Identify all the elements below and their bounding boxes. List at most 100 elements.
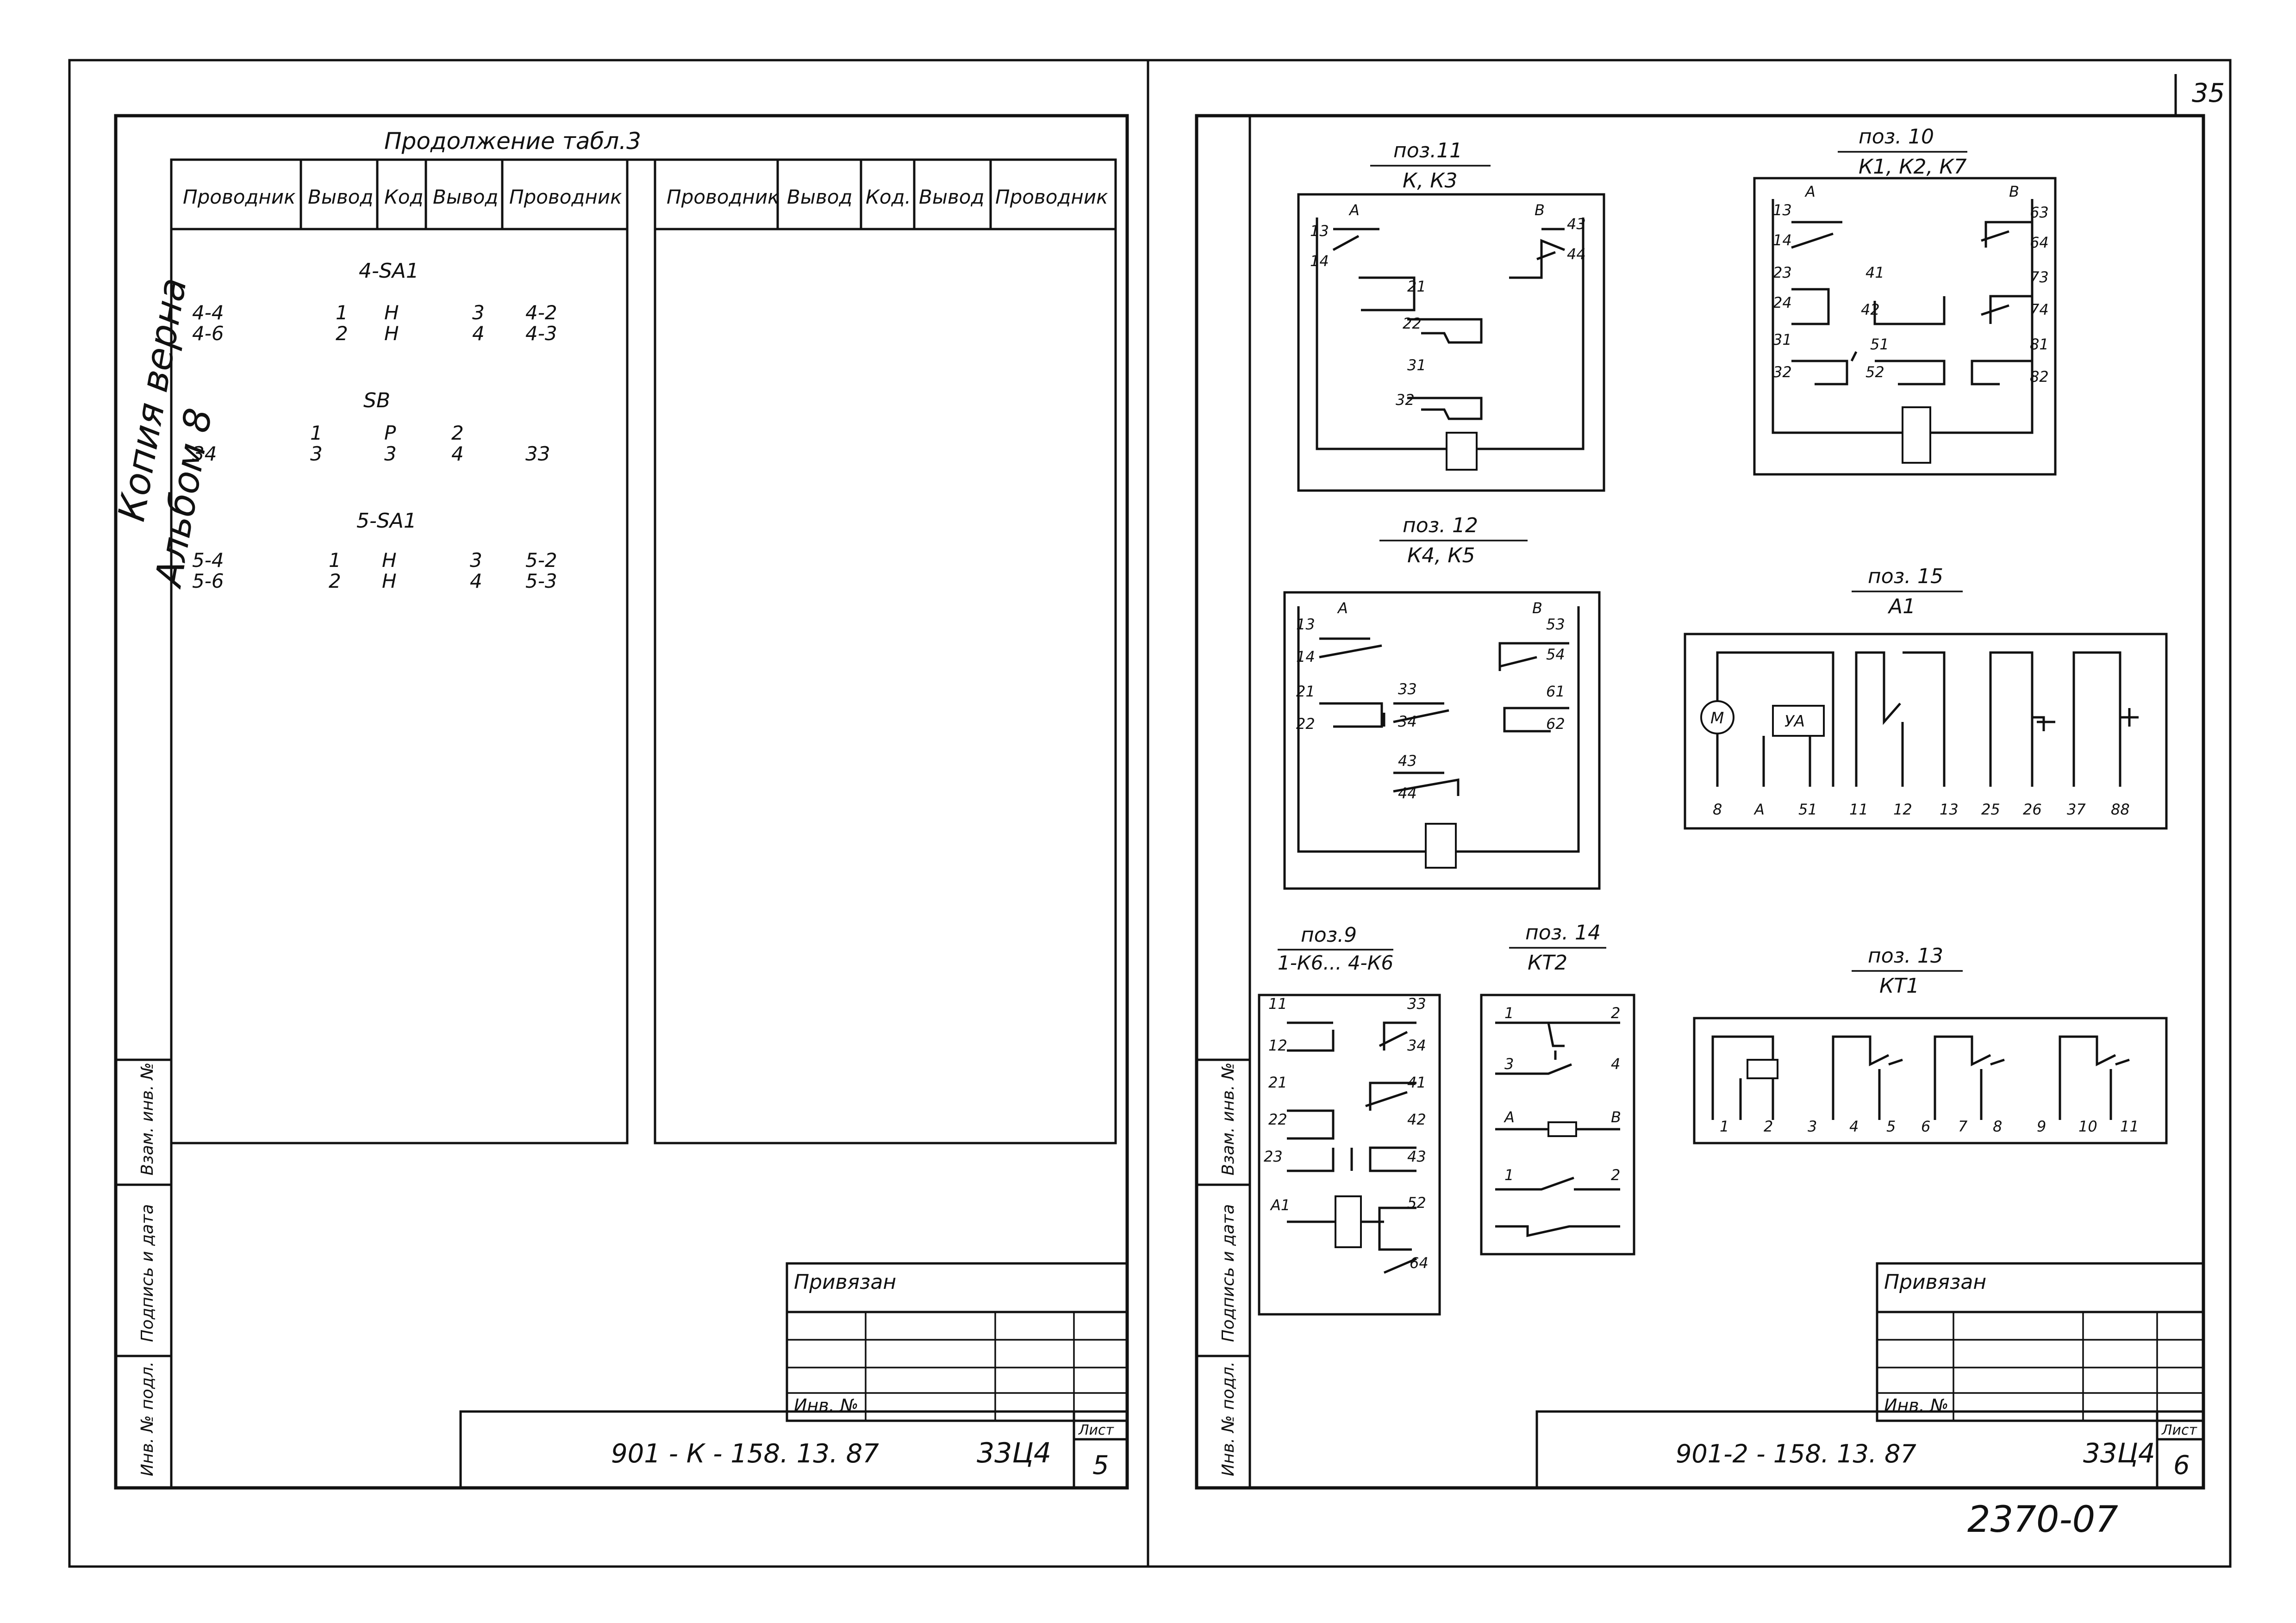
table-cell: 34 (192, 442, 217, 465)
table-cell: 1 (310, 422, 323, 444)
terminal-label: 88 (2111, 801, 2130, 818)
terminal-label: 22 (1296, 715, 1315, 733)
left-side-label-2: Инв. № подл. (138, 1362, 157, 1476)
terminal-label: 43 (1567, 215, 1586, 233)
table-cell: 4 (451, 442, 464, 465)
right-side-label-2: Инв. № подл. (1219, 1362, 1238, 1476)
terminal-label: А (1804, 183, 1816, 200)
right-page: Взам. инв. № Подпись и дата Инв. № подл.… (1195, 116, 2205, 1489)
relay-diagram-poz10: поз. 10 К1, К2, К7 А 13 14 23 24 31 32 (1753, 125, 2057, 476)
motor-label: М (1710, 709, 1724, 728)
sheet-number: 35 (2192, 78, 2225, 108)
terminal-label: 42 (1861, 301, 1880, 318)
table-cell: Н (384, 322, 399, 345)
terminal-label: 33 (1407, 995, 1426, 1013)
device-diagram-poz15: поз. 15 А1 М УА 8 А 51 11 12 13 25 26 37 (1684, 565, 2168, 830)
table-cell: 2 (336, 322, 348, 345)
terminal-label: 63 (2030, 204, 2049, 221)
terminal-label: 6 (1921, 1118, 1930, 1135)
terminal-label: В (1611, 1108, 1621, 1126)
conductor-table-left: Проводник Вывод Код Вывод Проводник 4-SA… (170, 158, 629, 1144)
document-number: 33Ц4 (2083, 1437, 2155, 1469)
terminal-label: 32 (1396, 391, 1415, 409)
left-page-frame (114, 114, 1129, 1490)
left-side-label-1: Подпись и дата (138, 1204, 157, 1342)
table-cell: Н (384, 301, 399, 324)
relay-diagram-poz11: поз.11 К, К3 А 13 14 В 43 44 21 22 31 32 (1297, 139, 1605, 492)
col-header-code: Код (384, 186, 424, 208)
relay-name: К4, К5 (1407, 544, 1475, 567)
table-cell: 33 (525, 442, 550, 465)
table-cell: 5-4 (192, 549, 224, 572)
relay-position: поз. 13 (1868, 944, 1943, 968)
terminal-label: 62 (1546, 715, 1565, 733)
table-cell: 4-3 (525, 322, 557, 345)
sheet-value: 6 (2173, 1450, 2190, 1480)
group-title: 4-SA1 (359, 259, 419, 283)
terminal-label: 21 (1407, 278, 1426, 295)
table-caption: Продолжение табл.3 (384, 128, 641, 155)
right-side-label-0: Взам. инв. № (1219, 1063, 1238, 1175)
terminal-label: 8 (1993, 1118, 2002, 1135)
relay-name: К, К3 (1403, 169, 1457, 193)
terminal-label: 37 (2067, 801, 2086, 818)
col-header-conductor-2: Проводник (995, 186, 1108, 208)
table-cell: 4-4 (192, 301, 224, 324)
relay-position: поз.11 (1393, 139, 1462, 162)
terminal-label: 5 (1886, 1118, 1896, 1135)
terminal-label: 44 (1398, 784, 1417, 802)
terminal-label: 54 (1546, 646, 1565, 663)
terminal-label: 43 (1398, 752, 1417, 770)
terminal-label: 64 (2030, 234, 2049, 251)
table-cell: 3 (384, 442, 397, 465)
table-cell: 2 (451, 422, 464, 444)
terminal-label: 2 (1764, 1118, 1773, 1135)
motor-icon (1700, 700, 1734, 734)
terminal-label: А (1337, 599, 1348, 617)
terminal-label: А (1753, 801, 1765, 818)
terminal-label: 1 (1504, 1166, 1514, 1184)
terminal-label: 13 (1940, 801, 1959, 818)
relay-name: А1 (1887, 595, 1915, 618)
terminal-label: 22 (1403, 315, 1422, 332)
left-title-block: Привязан Инв. № 901 - К - 158. 13. 87 33… (459, 1262, 1129, 1489)
terminal-label: 25 (1981, 801, 2000, 818)
terminal-label: 12 (1893, 801, 1912, 818)
col-header-output-1: Вывод (787, 186, 852, 208)
sheet-label: Лист (1078, 1422, 1115, 1438)
terminal-label: 74 (2030, 301, 2049, 318)
table-cell: 5-3 (525, 570, 557, 592)
col-header-output-2: Вывод (919, 186, 984, 208)
table-cell: Р (384, 422, 396, 444)
terminal-label: 23 (1773, 264, 1792, 281)
col-header-conductor-1: Проводник (183, 186, 296, 208)
terminal-label: 11 (1849, 801, 1868, 818)
terminal-label: 11 (2120, 1118, 2139, 1135)
sheet-value: 5 (1092, 1450, 1109, 1480)
terminal-label: 24 (1773, 294, 1792, 311)
table-cell: 5-2 (525, 549, 557, 572)
relay-name: К1, К2, К7 (1859, 155, 1967, 179)
relay-position: поз. 14 (1525, 921, 1601, 945)
archive-number: 2370-07 (1967, 1499, 2118, 1541)
table-cell: 4 (470, 570, 482, 592)
terminal-label: 44 (1567, 245, 1586, 263)
terminal-label: А (1504, 1108, 1515, 1126)
terminal-label: 31 (1407, 356, 1426, 374)
terminal-label: 13 (1310, 222, 1329, 240)
table-cell: 4-6 (192, 322, 224, 345)
right-side-label-1: Подпись и дата (1219, 1204, 1238, 1342)
terminal-label: А1 (1270, 1196, 1290, 1214)
relay-diagram-poz13: поз. 13 КТ1 1 2 3 4 5 6 7 8 9 10 11 (1693, 944, 2168, 1144)
relay-position: поз. 10 (1859, 125, 1934, 149)
terminal-label: 13 (1773, 201, 1792, 219)
terminal-label: 51 (1870, 336, 1889, 353)
terminal-label: 41 (1866, 264, 1884, 281)
table-cell: Н (382, 549, 397, 572)
terminal-label: 4 (1849, 1118, 1859, 1135)
relay-position: поз. 15 (1868, 565, 1943, 588)
relay-position: поз.9 (1301, 923, 1357, 947)
table-cell: 2 (329, 570, 341, 592)
terminal-label: 34 (1407, 1037, 1426, 1054)
right-page-outer-border (1147, 59, 2232, 1568)
